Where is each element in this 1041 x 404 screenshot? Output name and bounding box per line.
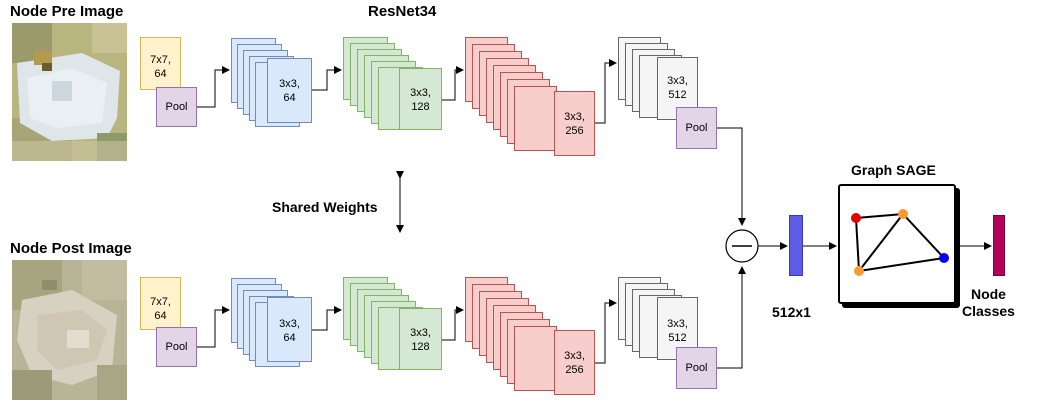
graph-node-orange: [854, 266, 864, 276]
arrow: [197, 306, 230, 348]
arrow: [197, 66, 230, 108]
arrow: [442, 306, 464, 341]
graph-icon: [851, 209, 949, 276]
arrow: [717, 127, 746, 226]
vector-size-label: 512x1: [772, 304, 811, 320]
node-classes-label: Node Classes: [962, 286, 1015, 319]
block3-label: 3x3, 256: [564, 350, 585, 376]
resnet-title: ResNet34: [368, 3, 437, 20]
conv1-label: 7x7, 64: [150, 296, 171, 322]
arrow: [595, 299, 617, 364]
post-image-title: Node Post Image: [10, 240, 132, 257]
pool-block: Pool: [676, 347, 717, 389]
graph-node-blue: [939, 253, 949, 263]
graph-node-orange: [898, 209, 908, 219]
conv1-label: 7x7, 64: [150, 54, 171, 80]
block2-label: 3x3, 128: [410, 327, 431, 353]
graph-node-red: [851, 213, 861, 223]
pre-image-photo: [12, 23, 127, 161]
arrow: [595, 59, 617, 124]
block1-label: 3x3, 64: [279, 78, 300, 104]
minus-circle-icon: [725, 229, 759, 263]
arrow: [717, 266, 746, 369]
class-output-bar: [993, 215, 1005, 276]
block4-label: 3x3, 512: [667, 318, 688, 344]
pool-block: Pool: [156, 327, 197, 367]
block4-label: 3x3, 512: [667, 75, 688, 101]
block1-label: 3x3, 64: [279, 318, 300, 344]
graph-sage-title: Graph SAGE: [851, 162, 936, 178]
pool-block: Pool: [156, 87, 197, 127]
arrow: [312, 66, 342, 91]
conv1-block: [140, 277, 181, 330]
block2-label: 3x3, 128: [410, 87, 431, 113]
pre-image-title: Node Pre Image: [10, 3, 124, 20]
pool-block: Pool: [676, 107, 717, 149]
post-image-photo: [12, 260, 127, 400]
arrow: [442, 66, 464, 101]
block3-label: 3x3, 256: [564, 111, 585, 137]
arrow: [312, 306, 342, 331]
shared-weights-label: Shared Weights: [272, 199, 378, 215]
feature-vector-bar: [789, 215, 803, 276]
